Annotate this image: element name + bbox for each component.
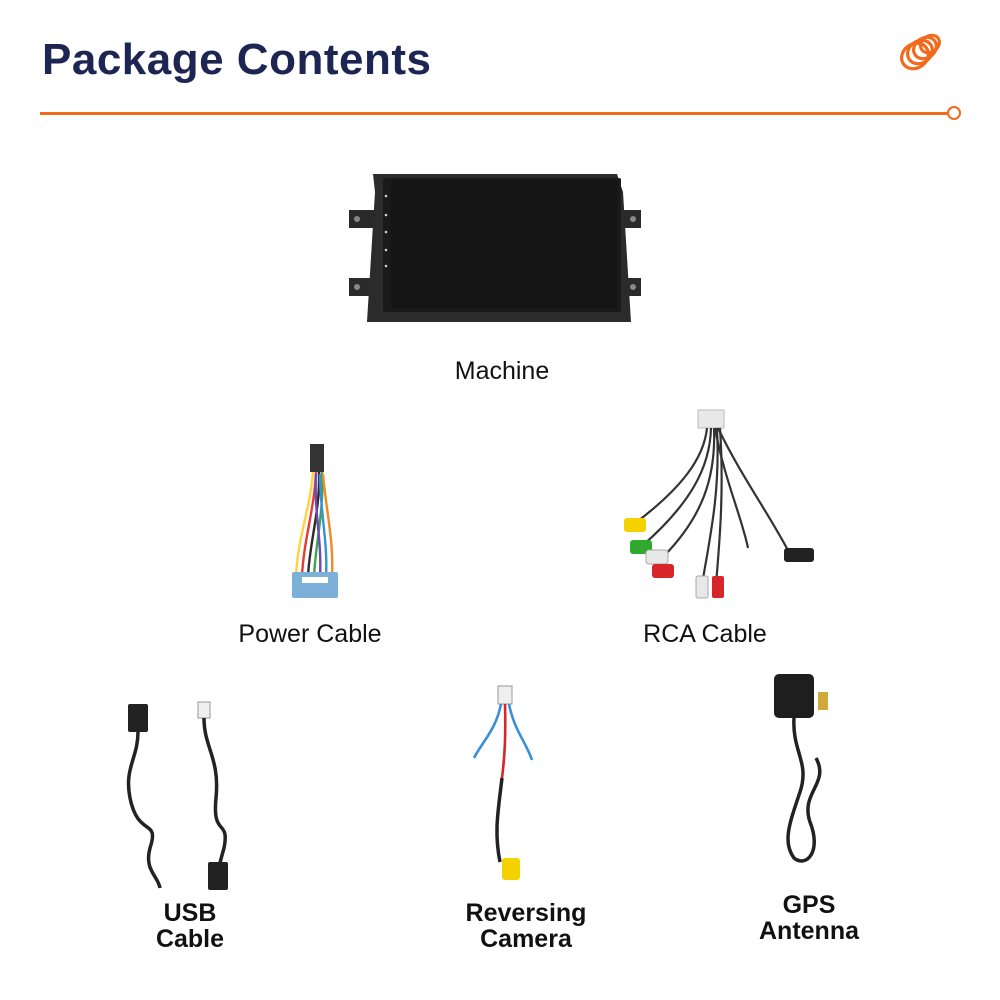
page-title: Package Contents — [42, 35, 432, 84]
item-label-rca-cable: RCA Cable — [643, 620, 767, 648]
orange-spiral-logo-icon — [900, 33, 941, 71]
item-label-reversing-camera: Reversing Camera — [465, 899, 587, 953]
item-label-machine: Machine — [454, 357, 550, 385]
power-harness-icon — [292, 444, 338, 598]
rca-harness-icon — [624, 409, 814, 599]
divider-end-circle-icon — [947, 106, 961, 120]
item-label-power-cable: Power Cable — [238, 620, 382, 648]
gps-antenna-icon — [774, 674, 828, 863]
item-label-usb-cable: USB Cable — [155, 899, 225, 953]
header-divider — [40, 112, 950, 115]
item-label-gps-antenna: GPS Antenna — [759, 891, 859, 945]
head-unit-screen-icon — [349, 174, 641, 322]
reversing-camera-cable-icon — [472, 685, 534, 880]
usb-cable-icon — [126, 701, 228, 890]
